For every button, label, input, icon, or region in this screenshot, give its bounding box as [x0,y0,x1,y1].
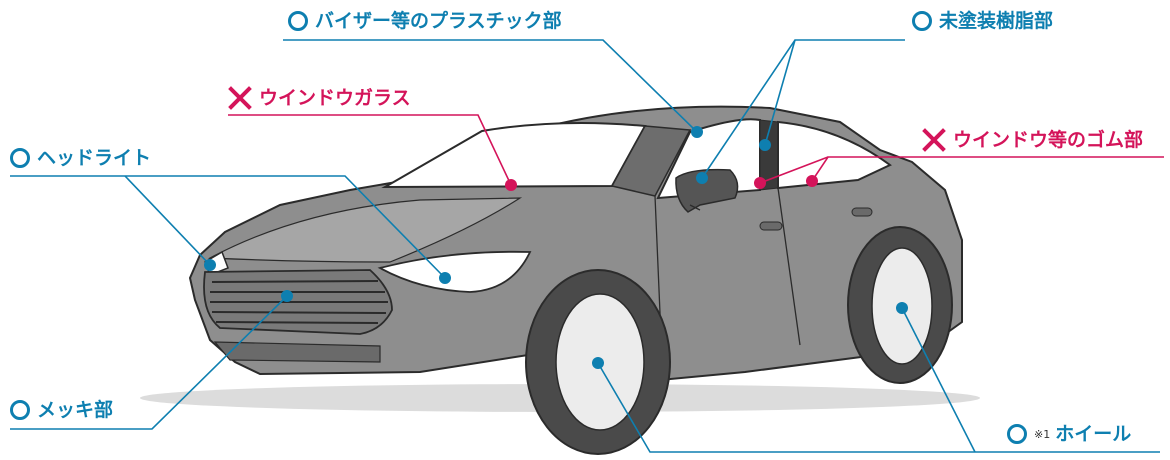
leader-wheel-rear [901,307,976,453]
label-text: ホイール [1055,422,1132,445]
ng-cross-icon [228,86,252,110]
dot-wheel-rear [896,302,908,314]
label-visor-plastic: バイザー等のプラスチック部 [288,11,562,31]
ng-cross-icon [922,128,946,152]
door-handle-rear [851,207,873,217]
door-handle-front [759,221,783,231]
label-text: ウインドウガラス [259,86,411,109]
label-text: 未塗装樹脂部 [939,9,1054,32]
grille-bars [210,280,388,324]
windshield [381,121,647,189]
label-text: メッキ部 [37,398,114,421]
dot-headlight-left [204,259,216,271]
dot-headlight-right [439,272,451,284]
leader-glass [228,114,512,186]
dot-visor [691,126,703,138]
hood [207,197,523,263]
side-mirror [675,168,739,213]
dot-mirror [696,172,708,184]
ok-circle-icon [10,148,30,168]
dot-glass [505,179,517,191]
label-window-glass: ウインドウガラス [228,86,411,110]
label-text: ヘッドライト [37,146,152,169]
headlight-right [377,250,532,293]
label-wheel: ※1 ホイール [1007,424,1131,444]
label-window-rubber: ウインドウ等のゴム部 [922,128,1143,152]
dot-rubber-2 [754,177,766,189]
label-plating: メッキ部 [10,400,113,420]
label-text: ウインドウ等のゴム部 [953,128,1144,151]
dot-plating [281,290,293,302]
leader-rubber-2 [759,156,829,184]
leader-lines [10,39,1164,453]
lower-bumper [213,341,381,363]
dot-wheel-front [592,357,604,369]
label-text: バイザー等のプラスチック部 [315,9,562,32]
ok-circle-icon [288,11,308,31]
label-headlight: ヘッドライト [10,148,151,168]
leader-plating [10,295,288,430]
dot-pillar [759,139,771,151]
leader-wheel-front [597,362,1160,453]
leader-headlight-right [10,175,446,279]
leader-headlight-left [124,175,211,266]
ok-circle-icon [912,11,932,31]
label-unpainted-resin: 未塗装樹脂部 [912,11,1053,31]
ok-circle-icon [10,400,30,420]
leader-visor [283,39,698,133]
endpoint-dots [204,126,908,369]
dot-rubber-1 [806,175,818,187]
leader-resin-pillar [764,39,796,146]
ok-circle-icon [1007,424,1027,444]
footnote-marker: ※1 [1034,427,1051,441]
rear-side-window [777,120,892,190]
